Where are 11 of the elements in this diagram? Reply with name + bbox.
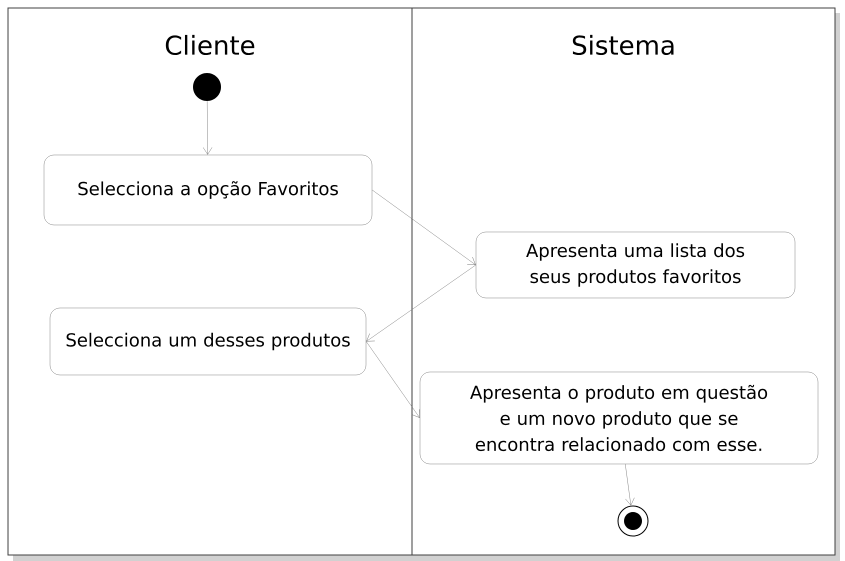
arrow [625, 464, 635, 506]
arrow [366, 341, 420, 418]
initial-node [193, 73, 221, 101]
activity-box: Apresenta uma lista dos seus produtos favoritos [476, 232, 796, 298]
activity-box: Selecciona um desses produtos [50, 308, 366, 376]
arrow [366, 264, 476, 342]
activity-box: Apresenta o produto em questão e um novo produto que se encontra relacionado com esse. [420, 372, 818, 464]
activity-box: Selecciona a opção Favoritos [44, 154, 372, 226]
arrow [202, 101, 212, 155]
final-node [618, 505, 648, 536]
arrow [372, 190, 476, 265]
